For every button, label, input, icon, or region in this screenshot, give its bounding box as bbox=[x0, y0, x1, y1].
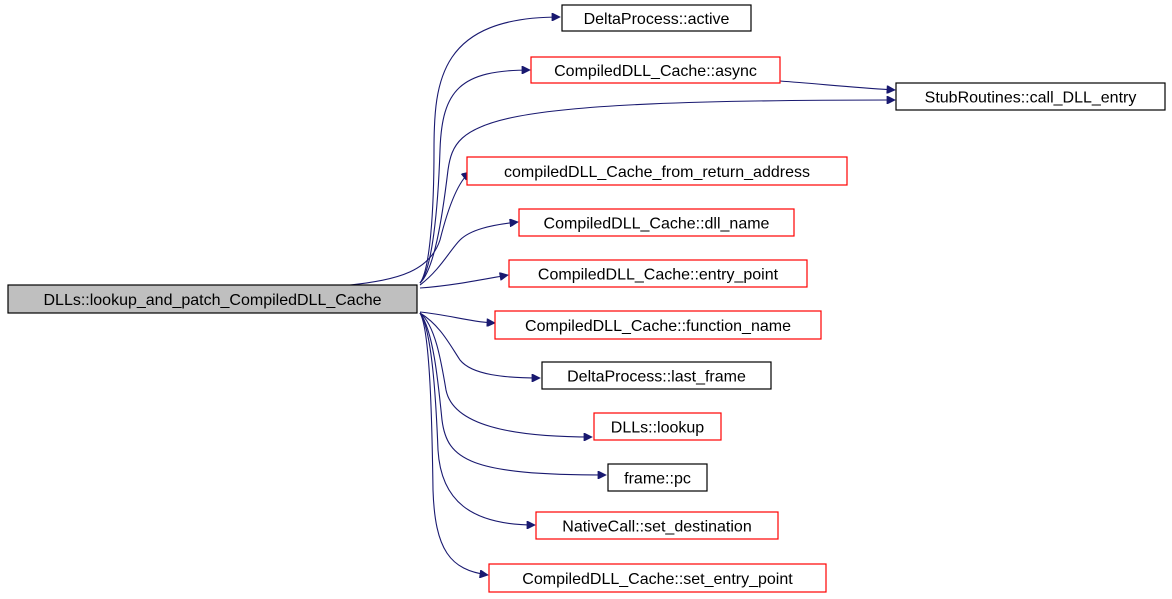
node-cache-function-name[interactable]: CompiledDLL_Cache::function_name bbox=[494, 310, 822, 340]
node-box-cache-entry-point bbox=[508, 259, 808, 288]
edge-root-to-cache-function-name bbox=[419, 311, 495, 323]
node-box-nativecall-set-destination bbox=[535, 511, 779, 540]
edge-root-to-cache-from-return-address bbox=[349, 172, 470, 286]
node-delta-active[interactable]: DeltaProcess::active bbox=[561, 4, 752, 32]
node-dlls-lookup[interactable]: DLLs::lookup bbox=[593, 412, 722, 441]
node-box-cache-dll-name bbox=[518, 208, 795, 237]
node-delta-last-frame[interactable]: DeltaProcess::last_frame bbox=[541, 361, 772, 390]
node-label-dlls-lookup: DLLs::lookup bbox=[611, 420, 704, 437]
node-label-cache-set-entry-point: CompiledDLL_Cache::set_entry_point bbox=[522, 571, 793, 588]
node-box-cache-async bbox=[530, 56, 781, 84]
node-cache-dll-name[interactable]: CompiledDLL_Cache::dll_name bbox=[518, 208, 795, 237]
node-box-dlls-lookup bbox=[593, 412, 722, 441]
node-label-cache-dll-name: CompiledDLL_Cache::dll_name bbox=[544, 216, 770, 233]
node-box-delta-active bbox=[561, 4, 752, 32]
node-frame-pc[interactable]: frame::pc bbox=[607, 463, 708, 492]
edge-root-to-nativecall-set-destination bbox=[419, 312, 535, 525]
node-box-cache-from-return-address bbox=[466, 156, 848, 186]
node-cache-from-return-address[interactable]: compiledDLL_Cache_from_return_address bbox=[466, 156, 848, 186]
node-label-cache-async: CompiledDLL_Cache::async bbox=[554, 63, 757, 80]
node-box-frame-pc bbox=[607, 463, 708, 492]
edge-root-to-cache-entry-point bbox=[419, 275, 508, 289]
node-box-root bbox=[7, 284, 418, 314]
edge-root-to-cache-set-entry-point bbox=[419, 312, 488, 575]
edge-root-to-delta-last-frame bbox=[419, 312, 540, 378]
edge-root-to-delta-active bbox=[419, 17, 560, 284]
node-label-cache-from-return-address: compiledDLL_Cache_from_return_address bbox=[504, 164, 810, 181]
node-root[interactable]: DLLs::lookup_and_patch_CompiledDLL_Cache bbox=[7, 284, 418, 314]
node-box-cache-function-name bbox=[494, 310, 822, 340]
node-nativecall-set-destination[interactable]: NativeCall::set_destination bbox=[535, 511, 779, 540]
node-label-cache-entry-point: CompiledDLL_Cache::entry_point bbox=[538, 267, 779, 284]
edges bbox=[349, 17, 895, 575]
node-label-nativecall-set-destination: NativeCall::set_destination bbox=[562, 519, 751, 536]
nodes: DLLs::lookup_and_patch_CompiledDLL_Cache… bbox=[7, 4, 1166, 593]
node-stub-call-dll-entry[interactable]: StubRoutines::call_DLL_entry bbox=[895, 82, 1166, 111]
edge-root-to-frame-pc bbox=[419, 312, 606, 475]
node-box-stub-call-dll-entry bbox=[895, 82, 1166, 111]
edge-root-to-cache-dll-name bbox=[419, 222, 518, 286]
node-label-frame-pc: frame::pc bbox=[624, 471, 691, 488]
node-cache-async[interactable]: CompiledDLL_Cache::async bbox=[530, 56, 781, 84]
node-cache-entry-point[interactable]: CompiledDLL_Cache::entry_point bbox=[508, 259, 808, 288]
node-label-stub-call-dll-entry: StubRoutines::call_DLL_entry bbox=[925, 90, 1137, 107]
node-box-delta-last-frame bbox=[541, 361, 772, 390]
node-box-cache-set-entry-point bbox=[488, 563, 827, 593]
node-label-delta-active: DeltaProcess::active bbox=[584, 11, 730, 28]
edge-root-to-stub-call-dll-entry bbox=[419, 100, 895, 284]
node-cache-set-entry-point[interactable]: CompiledDLL_Cache::set_entry_point bbox=[488, 563, 827, 593]
edge-cache-async-to-stub-call-dll-entry bbox=[779, 80, 895, 90]
node-label-root: DLLs::lookup_and_patch_CompiledDLL_Cache bbox=[43, 292, 381, 309]
node-label-delta-last-frame: DeltaProcess::last_frame bbox=[567, 369, 746, 386]
edge-root-to-dlls-lookup bbox=[419, 312, 592, 437]
node-label-cache-function-name: CompiledDLL_Cache::function_name bbox=[525, 318, 791, 335]
